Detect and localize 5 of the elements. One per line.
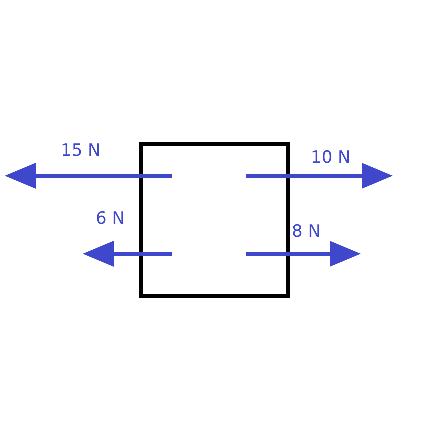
block-box [139, 142, 290, 298]
force-label: 15 N [61, 141, 101, 161]
force-label: 8 N [292, 222, 321, 242]
force-label: 6 N [96, 209, 125, 229]
force-label: 10 N [311, 148, 351, 168]
